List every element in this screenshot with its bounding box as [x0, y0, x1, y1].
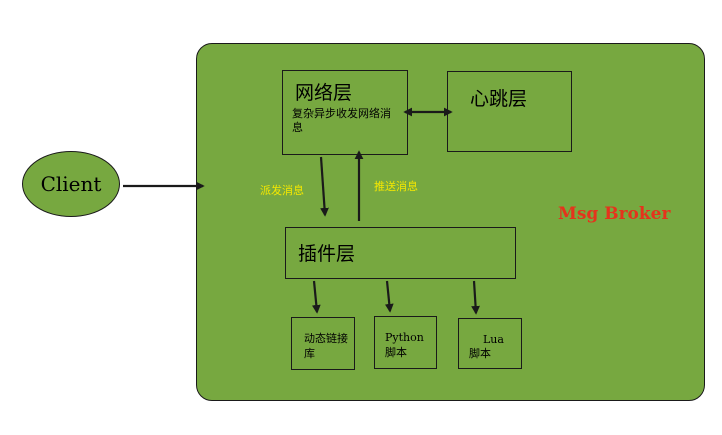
python-plugin-box: Python 脚本 [374, 316, 437, 369]
msg-broker-label: Msg Broker [558, 204, 671, 224]
heartbeat-layer-title: 心跳层 [470, 88, 528, 110]
client-node: Client [22, 151, 120, 217]
network-layer-box: 网络层 复杂异步收发网络消息 [282, 70, 408, 155]
push-message-label: 推送消息 [374, 180, 418, 193]
lua-plugin-name: Lua [483, 333, 504, 346]
client-label: Client [40, 172, 102, 196]
python-plugin-suffix: 脚本 [385, 346, 407, 359]
dll-plugin-box: 动态链接库 [291, 317, 355, 370]
network-layer-description: 复杂异步收发网络消息 [292, 107, 391, 134]
plugin-layer-title: 插件层 [298, 243, 356, 265]
heartbeat-layer-box: 心跳层 [447, 71, 572, 152]
dispatch-message-label: 派发消息 [260, 184, 304, 197]
python-plugin-name: Python [385, 331, 424, 344]
dll-plugin-label: 动态链接库 [304, 332, 348, 360]
plugin-layer-box: 插件层 [285, 227, 516, 279]
lua-plugin-box: Lua 脚本 [458, 318, 522, 369]
network-layer-title: 网络层 [295, 82, 353, 104]
lua-plugin-suffix: 脚本 [469, 347, 491, 360]
